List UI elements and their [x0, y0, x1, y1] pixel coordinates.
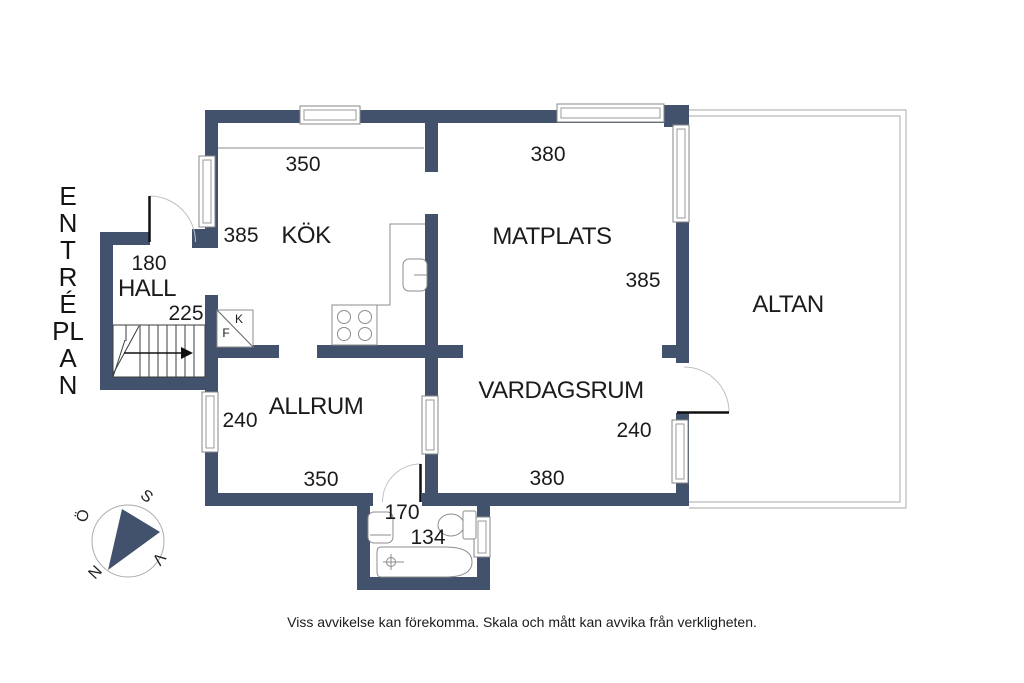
window-kok-west	[198, 155, 216, 228]
kitchen-sink	[402, 258, 428, 292]
fridge-freezer-cabinet	[216, 309, 254, 348]
disclaimer-text: Viss avvikelse kan förekomma. Skala och …	[287, 614, 757, 630]
room-label-vardagsrum: VARDAGSRUM	[478, 377, 644, 404]
window-matplats-north	[556, 103, 665, 123]
window-matplats-east	[672, 124, 690, 223]
window-allrum-vardagsrum	[421, 395, 439, 455]
window-badrum-east	[473, 516, 491, 558]
dim-badrum-170: 170	[384, 501, 420, 524]
bathtub	[376, 546, 473, 578]
dim-allrum-350: 350	[303, 468, 339, 491]
altan-outline	[689, 109, 907, 509]
dim-matplats-385: 385	[625, 269, 661, 292]
dim-vardagsrum-240: 240	[616, 419, 652, 442]
dim-vardagsrum-380: 380	[529, 467, 565, 490]
dim-matplats-380: 380	[530, 143, 566, 166]
altan-door	[677, 366, 730, 414]
room-label-matplats: MATPLATS	[492, 223, 612, 250]
entrance-door	[148, 195, 196, 243]
window-vardagsrum-east	[671, 419, 689, 484]
stove	[331, 304, 378, 346]
room-label-hall: HALL	[117, 275, 177, 302]
compass-needle	[108, 509, 160, 570]
toilet	[437, 510, 477, 540]
dim-kok-350: 350	[285, 153, 321, 176]
dim-allrum-240: 240	[222, 409, 258, 432]
window-kok-north	[299, 105, 361, 125]
dim-kok-385: 385	[223, 224, 259, 247]
cabinet-label-kyl: K	[234, 312, 244, 326]
floor-title-entreplan: ENTRÉPLAN	[52, 181, 84, 400]
badrum-door	[382, 463, 422, 503]
staircase	[112, 324, 206, 378]
dim-hall-225: 225	[168, 302, 204, 325]
compass-rose	[91, 504, 165, 578]
window-allrum-west	[201, 391, 219, 453]
dim-badrum-134: 134	[410, 526, 446, 549]
room-label-kok: KÖK	[281, 222, 331, 249]
room-label-altan: ALTAN	[752, 291, 824, 318]
stair-direction-arrowhead	[181, 347, 193, 359]
room-label-allrum: ALLRUM	[268, 393, 364, 420]
cabinet-label-frys: F	[222, 326, 230, 340]
dim-hall-180: 180	[131, 252, 167, 275]
bathroom-sink	[367, 511, 394, 544]
